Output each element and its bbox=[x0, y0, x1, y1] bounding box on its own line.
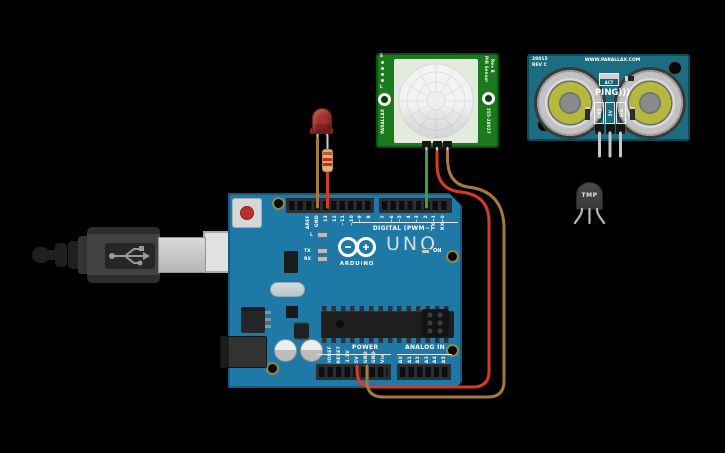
ping-url: WWW.PARALLAX.COM bbox=[584, 58, 641, 63]
ping-pin[interactable] bbox=[605, 124, 615, 134]
capacitor bbox=[300, 339, 323, 362]
led-l bbox=[317, 232, 328, 238]
pir-marking-l: L bbox=[380, 84, 383, 89]
pir-pad bbox=[381, 67, 384, 70]
analog-header[interactable] bbox=[397, 364, 451, 380]
silk-line bbox=[397, 354, 452, 355]
tmp-label: TMP bbox=[581, 192, 598, 199]
wire-pir-5v-red[interactable] bbox=[355, 150, 491, 389]
usb-icon bbox=[109, 246, 150, 266]
led-rx-label: RX bbox=[304, 257, 311, 262]
on-label: ON bbox=[433, 248, 442, 254]
mounting-hole bbox=[272, 197, 285, 210]
ping-act-label: ACT bbox=[604, 80, 614, 85]
analog-label: ANALOG IN bbox=[405, 344, 445, 351]
ping-pin-legs bbox=[598, 131, 622, 158]
ic-chip bbox=[286, 306, 298, 318]
ic-chip bbox=[284, 251, 298, 273]
arduino-board[interactable] bbox=[228, 193, 462, 388]
silk-line bbox=[317, 354, 391, 355]
resistor[interactable] bbox=[322, 149, 333, 172]
wire-pir-gnd-brown[interactable] bbox=[365, 150, 506, 399]
led-rx bbox=[317, 256, 328, 262]
pir-marking-s: S bbox=[380, 53, 383, 58]
power-label: POWER bbox=[352, 344, 379, 351]
ic-chip bbox=[294, 324, 309, 338]
tmp-sensor-body[interactable] bbox=[576, 182, 603, 210]
pir-mounting-hole bbox=[482, 92, 495, 105]
digital-label: DIGITAL (PWM~) bbox=[372, 225, 434, 232]
regulator-leg bbox=[265, 311, 271, 314]
pir-pin[interactable] bbox=[432, 141, 442, 150]
icsp-header[interactable] bbox=[421, 309, 449, 337]
mounting-hole bbox=[446, 344, 459, 357]
capacitor bbox=[274, 339, 297, 362]
ping-smd-component bbox=[625, 76, 634, 81]
usb-plug-plate bbox=[105, 243, 155, 269]
mounting-hole bbox=[446, 250, 459, 263]
led-anode-leg bbox=[325, 130, 329, 151]
usb-cable-rib bbox=[68, 241, 80, 269]
ping-rev: REV C bbox=[532, 63, 547, 68]
crystal-oscillator bbox=[270, 282, 305, 297]
led-l-label: L bbox=[310, 233, 313, 238]
pir-pin[interactable] bbox=[443, 141, 452, 150]
pir-dome[interactable] bbox=[398, 63, 474, 139]
ping-pin[interactable] bbox=[616, 124, 625, 134]
ping-part-number: 28015 bbox=[532, 57, 548, 62]
pir-rev: Rev B bbox=[490, 59, 495, 73]
atmega-legs bbox=[322, 306, 453, 311]
tmp-legs bbox=[573, 207, 606, 225]
led-tx bbox=[317, 248, 328, 254]
ping-act-led: ACT bbox=[599, 73, 619, 86]
regulator-leg bbox=[265, 318, 271, 321]
pir-pin[interactable] bbox=[422, 141, 431, 150]
voltage-regulator bbox=[241, 307, 265, 333]
silk-line bbox=[352, 222, 458, 223]
ping-smd-component bbox=[630, 107, 635, 120]
ping-smd-component bbox=[585, 107, 590, 120]
arduino-logo-icon bbox=[338, 237, 376, 257]
ping-name: PING))) bbox=[594, 88, 631, 98]
pir-pad bbox=[381, 61, 384, 64]
led-on bbox=[421, 249, 430, 254]
digital-header-left[interactable] bbox=[286, 198, 374, 213]
usb-cable-rib bbox=[55, 243, 67, 267]
pir-title: PIR Sensor bbox=[484, 56, 489, 83]
usb-cable-neck bbox=[46, 250, 58, 260]
led-tx-label: TX bbox=[304, 249, 311, 254]
ping-mounting-hole bbox=[668, 61, 682, 75]
pir-pad bbox=[381, 73, 384, 76]
reset-button-cap[interactable] bbox=[240, 206, 254, 220]
atmega-dot bbox=[336, 320, 344, 328]
red-led[interactable] bbox=[312, 108, 332, 134]
usb-plug-metal[interactable] bbox=[158, 237, 206, 273]
arduino-brand: ARDUINO bbox=[339, 261, 375, 267]
ping-pin[interactable] bbox=[595, 124, 604, 134]
regulator-leg bbox=[265, 325, 271, 328]
ping-pin-label-box: 5V bbox=[605, 102, 615, 124]
pir-pad bbox=[381, 79, 384, 82]
pir-mounting-hole bbox=[378, 93, 391, 106]
ping-pin-label-box: GND bbox=[594, 102, 604, 124]
power-header[interactable] bbox=[316, 364, 391, 380]
digital-header-right[interactable] bbox=[379, 198, 452, 213]
mounting-hole bbox=[266, 362, 279, 375]
atmega-legs bbox=[322, 338, 453, 343]
usb-cable-cap[interactable] bbox=[32, 247, 50, 263]
pir-part-number: 555-28027 bbox=[486, 108, 491, 134]
ping-pin-label-box: SIG bbox=[616, 102, 626, 124]
power-jack[interactable] bbox=[220, 336, 267, 368]
